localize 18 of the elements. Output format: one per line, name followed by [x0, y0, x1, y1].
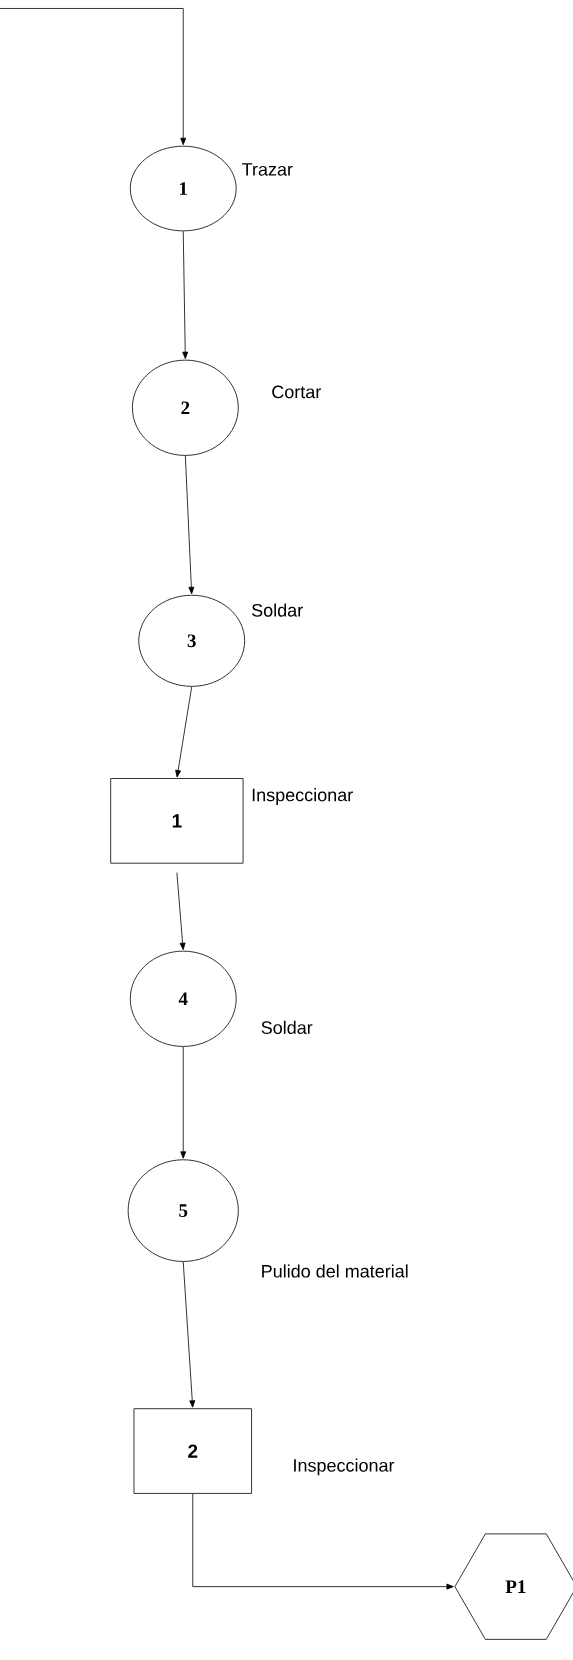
step-label: Inspeccionar — [252, 788, 353, 805]
arrow — [0, 8, 187, 146]
step-label: Pulido del material — [262, 1264, 408, 1278]
step-label: Inspeccionar — [294, 1458, 395, 1476]
arrow — [176, 872, 186, 950]
arrow — [182, 230, 189, 359]
arrow — [175, 686, 193, 778]
step-label: Cortar — [272, 385, 321, 399]
arrow — [182, 1261, 196, 1408]
step-label: Trazar — [242, 163, 293, 176]
inspection-box: 2 — [133, 1408, 252, 1494]
inspection-box: 1 — [110, 778, 244, 864]
step-label: Soldar — [261, 1020, 313, 1034]
connector-hexagon: P1 — [454, 1533, 573, 1640]
arrow — [184, 455, 195, 595]
arrow — [192, 1493, 454, 1590]
step-label: Soldar — [252, 603, 303, 617]
arrow — [180, 1046, 187, 1159]
